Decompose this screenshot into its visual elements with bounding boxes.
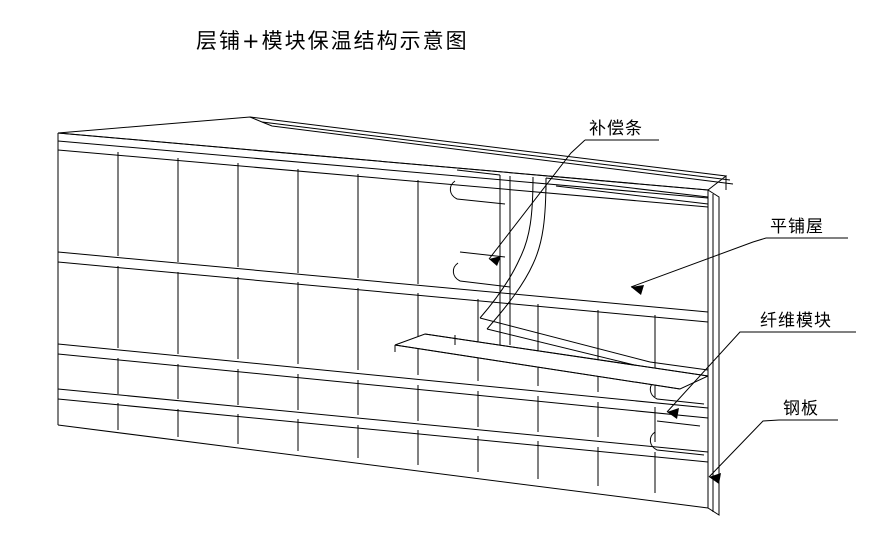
label-text-flat-laid-layer: 平铺屋 xyxy=(770,217,824,237)
arrowhead-compensation-strip xyxy=(489,256,501,266)
band-separators xyxy=(58,252,708,462)
label-text-compensation-strip: 补偿条 xyxy=(589,119,643,139)
leader-line-steel-plate xyxy=(708,419,780,478)
top-slab xyxy=(57,116,733,207)
arrowhead-fiber-module xyxy=(667,408,679,419)
steel-plate xyxy=(707,176,726,516)
label-flat-laid-layer: 平铺屋 xyxy=(630,217,848,295)
cutaway-section xyxy=(395,175,710,390)
module-dividers xyxy=(118,152,655,493)
arrowhead-steel-plate xyxy=(709,473,721,484)
label-fiber-module: 纤维模块 xyxy=(666,311,856,419)
leader-line-compensation-strip xyxy=(488,139,586,260)
page-title: 层铺+模块保温结构示意图 xyxy=(196,29,469,53)
label-steel-plate: 钢板 xyxy=(708,399,838,484)
wall-assembly xyxy=(57,116,733,516)
leader-line-flat-laid-layer xyxy=(630,237,767,288)
wall-outline xyxy=(58,133,708,508)
arrowhead-flat-laid-layer xyxy=(631,285,644,295)
leader-line-fiber-module xyxy=(666,331,756,413)
label-compensation-strip: 补偿条 xyxy=(488,119,659,266)
label-text-steel-plate: 钢板 xyxy=(783,399,819,419)
top-band-end-cap xyxy=(449,170,505,204)
band-end-caps xyxy=(452,252,704,455)
label-text-fiber-module: 纤维模块 xyxy=(760,311,832,331)
